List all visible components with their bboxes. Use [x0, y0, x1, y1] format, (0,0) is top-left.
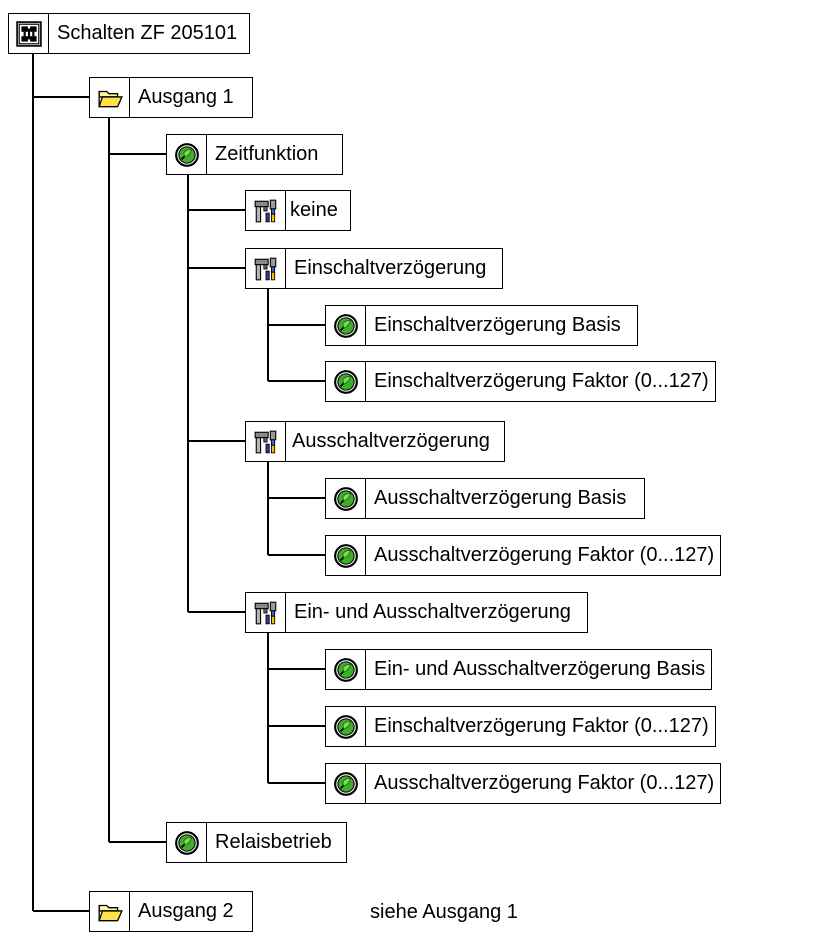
tree-node-label: Zeitfunktion: [207, 134, 344, 175]
tree-node-label: keine: [286, 190, 351, 231]
ausgang-2-note: siehe Ausgang 1: [370, 901, 518, 923]
tree-node-label: Ausgang 1: [130, 77, 253, 118]
tool-icon: [245, 190, 286, 231]
tree-node-label: Schalten ZF 205101: [49, 13, 251, 54]
tree-node-einschaltverzoegerung[interactable]: Einschaltverzögerung: [245, 248, 504, 289]
parameter-icon: [325, 649, 366, 690]
tree-node-ausschaltverzoegerung[interactable]: Ausschaltverzögerung: [245, 421, 505, 462]
tree-node-root[interactable]: Schalten ZF 205101: [8, 13, 251, 54]
parameter-icon: [166, 134, 207, 175]
module-icon: [8, 13, 49, 54]
parameter-icon: [325, 763, 366, 804]
tree-node-ausschalt-faktor[interactable]: Ausschaltverzögerung Faktor (0...127): [325, 535, 722, 576]
tree-node-zeitfunktion[interactable]: Zeitfunktion: [166, 134, 344, 175]
tree-node-label: Ein- und Ausschaltverzögerung Basis: [366, 649, 713, 690]
tree-node-einaus-basis[interactable]: Ein- und Ausschaltverzögerung Basis: [325, 649, 713, 690]
tree-node-label: Einschaltverzögerung: [286, 248, 504, 289]
tree-node-label: Ausschaltverzögerung Basis: [366, 478, 646, 519]
tree-node-ein-und-ausschaltverzoegerung[interactable]: Ein- und Ausschaltverzögerung: [245, 592, 588, 633]
tree-node-label: Ausschaltverzögerung Faktor (0...127): [366, 763, 722, 804]
tree-node-label: Relaisbetrieb: [207, 822, 347, 863]
tree-node-label: Ein- und Ausschaltverzögerung: [286, 592, 588, 633]
folder-icon: [89, 77, 130, 118]
tree-node-label: Einschaltverzögerung Basis: [366, 305, 638, 346]
tree-node-label: Ausschaltverzögerung Faktor (0...127): [366, 535, 722, 576]
tree-node-keine[interactable]: keine: [245, 190, 351, 231]
tree-node-einschalt-basis[interactable]: Einschaltverzögerung Basis: [325, 305, 638, 346]
tree-node-label: Ausgang 2: [130, 891, 253, 932]
tool-icon: [245, 421, 286, 462]
tree-node-label: Einschaltverzögerung Faktor (0...127): [366, 706, 716, 747]
tree-node-ausgang-2[interactable]: Ausgang 2: [89, 891, 253, 932]
parameter-icon: [325, 706, 366, 747]
folder-icon: [89, 891, 130, 932]
tree-node-ausschalt-basis[interactable]: Ausschaltverzögerung Basis: [325, 478, 646, 519]
tree-node-label: Ausschaltverzögerung: [286, 421, 505, 462]
parameter-icon: [325, 305, 366, 346]
parameter-icon: [166, 822, 207, 863]
tree-node-label: Einschaltverzögerung Faktor (0...127): [366, 361, 716, 402]
tool-icon: [245, 248, 286, 289]
tree-node-einaus-ein-faktor[interactable]: Einschaltverzögerung Faktor (0...127): [325, 706, 716, 747]
tool-icon: [245, 592, 286, 633]
parameter-icon: [325, 535, 366, 576]
parameter-icon: [325, 478, 366, 519]
tree-node-einaus-aus-faktor[interactable]: Ausschaltverzögerung Faktor (0...127): [325, 763, 722, 804]
tree-node-einschalt-faktor[interactable]: Einschaltverzögerung Faktor (0...127): [325, 361, 716, 402]
parameter-icon: [325, 361, 366, 402]
tree-node-ausgang-1[interactable]: Ausgang 1: [89, 77, 253, 118]
tree-node-relaisbetrieb[interactable]: Relaisbetrieb: [166, 822, 347, 863]
